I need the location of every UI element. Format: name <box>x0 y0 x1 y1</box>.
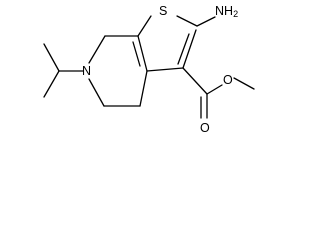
bond-c3-ccarbonyl <box>182 67 208 95</box>
bond-c3a-c7a <box>137 35 148 72</box>
molecule-structure: S NH2 N O O <box>43 4 255 135</box>
sulfur-atom-label: S <box>159 4 167 18</box>
amino-label-main: NH <box>215 4 233 18</box>
bond-oester-methyl <box>233 77 255 90</box>
bond-c3a-c7a-double <box>132 41 141 67</box>
bond-c2-c3 <box>182 29 197 69</box>
bonds <box>43 15 255 119</box>
bond-c3-c3a <box>146 67 184 72</box>
bond-c2-nh2 <box>196 16 216 27</box>
amino-label-subscript: 2 <box>233 9 238 19</box>
bond-c7-n6 <box>88 35 106 64</box>
bond-n6-c5 <box>88 78 105 107</box>
bond-ch-me1 <box>43 43 60 72</box>
ester-oxygen-label: O <box>223 73 233 87</box>
bond-ccarbonyl-oester <box>206 84 223 95</box>
bond-c4-c3a <box>139 70 148 107</box>
bond-s-c2 <box>176 15 198 27</box>
carbonyl-oxygen-label: O <box>200 121 210 135</box>
amino-group-label: NH2 <box>215 4 238 19</box>
atom-labels: S NH2 N O O <box>82 4 238 135</box>
ring-nitrogen-label: N <box>82 64 91 78</box>
bond-c2-c3-double <box>177 33 190 65</box>
bond-s-c7a <box>137 15 152 37</box>
bond-ch-me2 <box>43 70 60 98</box>
